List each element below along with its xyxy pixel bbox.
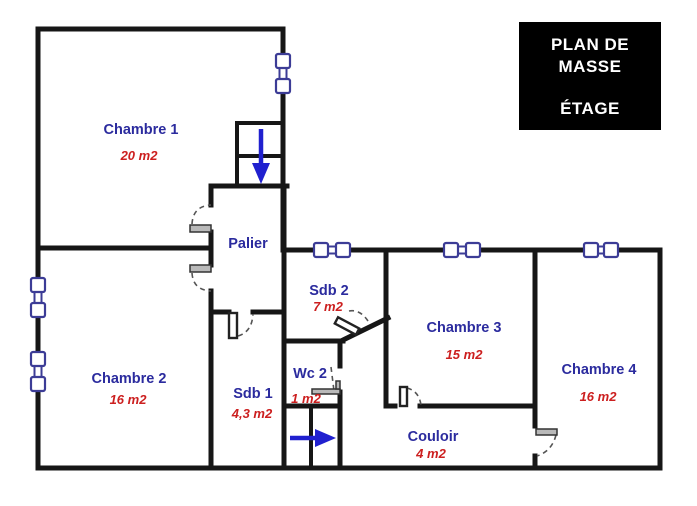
room-label-palier: Palier [228,236,268,252]
stairs-lower [290,404,336,470]
door-wc2 [311,366,341,395]
room-labels: Chambre 1 20 m2 Chambre 2 16 m2 Palier S… [92,122,637,461]
room-label-chambre1: Chambre 1 [104,122,179,138]
window-symbol-chambre2-upper [29,276,47,319]
room-label-chambre4: Chambre 4 [562,362,637,378]
window-symbol-chambre2-lower [29,350,47,393]
door-chambre2-palier [189,264,212,292]
room-area-chambre4: 16 m2 [580,389,618,404]
window-symbol-sdb2 [312,241,352,259]
door-sdb2-diagonal [333,309,369,337]
window-symbol-chambre4 [582,241,620,259]
door-chambre3 [398,385,422,408]
wall-chambre1-top-right [35,26,286,253]
stairs-down-arrow-head [252,163,270,184]
stairs-upper [235,121,285,188]
room-area-couloir: 4 m2 [415,446,446,461]
room-area-sdb2: 7 m2 [313,299,343,314]
room-label-wc2: Wc 2 [293,366,327,382]
title-line-2: MASSE [559,57,622,76]
door-chambre1-palier [189,204,212,233]
door-chambre4 [535,428,558,457]
title-box-background [519,22,661,130]
room-label-sdb2: Sdb 2 [309,283,348,299]
window-symbol-chambre3 [442,241,482,259]
room-area-chambre3: 15 m2 [446,347,484,362]
stairs-right-arrow-head [315,429,336,447]
room-label-chambre3: Chambre 3 [427,320,502,336]
room-label-chambre2: Chambre 2 [92,371,167,387]
window-symbol-chambre1 [274,52,292,95]
room-area-chambre1: 20 m2 [120,148,159,163]
title-line-3: ÉTAGE [560,99,620,118]
room-label-sdb1: Sdb 1 [233,386,272,402]
door-palier-sdb1 [227,311,254,340]
title-line-1: PLAN DE [551,35,629,54]
room-label-couloir: Couloir [408,429,459,445]
title-box: PLAN DE MASSE ÉTAGE [519,22,661,130]
room-area-chambre2: 16 m2 [110,392,148,407]
wall-sdb2-diagonal [339,314,392,344]
room-area-wc2: 1 m2 [291,391,321,406]
room-area-sdb1: 4,3 m2 [231,406,273,421]
